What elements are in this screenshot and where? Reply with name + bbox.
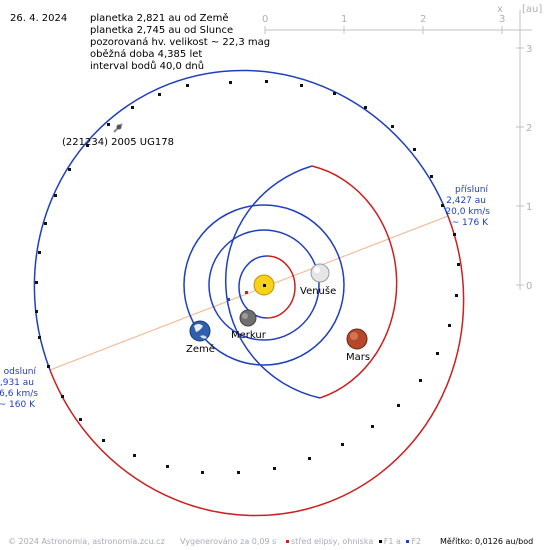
legend-center-swatch (286, 539, 289, 543)
perihelion-temp: ~ 176 K (452, 218, 489, 228)
info-line-period: oběžná doba 4,385 let (90, 49, 203, 60)
perihelion-distance: 2,427 au (446, 196, 486, 206)
planet-label-earth: Země (186, 343, 215, 355)
aphelion-distance: 2,931 au (0, 378, 34, 388)
asteroid-name-label: (221234) 2005 UG178 (62, 137, 174, 148)
footer-copyright: © 2024 Astronomia, astronomia.zcu.cz (8, 537, 165, 546)
earth-orbit (183, 204, 345, 366)
legend-f1-swatch (378, 539, 382, 543)
earth (189, 320, 211, 342)
date-label: 26. 4. 2024 (10, 13, 68, 24)
perihelion-speed: 20,0 km/s (445, 207, 490, 217)
mars (346, 328, 368, 350)
x-tick-label: 1 (341, 14, 347, 25)
perihelion-title: přísluní (455, 185, 489, 195)
x-tick-label: 0 (262, 14, 268, 25)
x-unit-label: x (497, 4, 503, 15)
info-line-distance-earth: planetka 2,821 au od Země (90, 13, 229, 24)
mercury (239, 309, 257, 327)
venus (310, 263, 330, 283)
footer-scale: Měřítko: 0,0126 au/bod (440, 537, 534, 546)
y-unit-label: [au] (522, 4, 542, 15)
planet-orbits (183, 165, 398, 399)
apsis-line (49, 215, 449, 371)
footer-generated: Vygenerováno za 0,09 s (180, 537, 277, 546)
focus-f2-marker (227, 298, 230, 301)
aphelion-temp: ~ 160 K (0, 400, 36, 410)
info-line-interval: interval bodů 40,0 dnů (90, 61, 205, 72)
venus-orbit (208, 229, 320, 341)
y-tick-label: 3 (526, 44, 532, 55)
info-line-distance-sun: planetka 2,745 au od Slunce (90, 25, 234, 36)
asteroid-orbit-above (33, 69, 449, 371)
ellipse-center-marker (245, 291, 248, 294)
legend-f2-label: F2 (411, 537, 422, 546)
x-tick-label: 2 (420, 14, 426, 25)
focus-f1-marker (263, 284, 266, 287)
planet-label-mars: Mars (346, 352, 370, 363)
axes (264, 10, 532, 290)
y-tick-label: 2 (526, 123, 532, 134)
asteroid-orbit-below (49, 215, 465, 517)
info-block: planetka 2,821 au od Země planetka 2,745… (90, 13, 270, 73)
aphelion-title: odsluní (4, 367, 37, 377)
legend-f2-swatch (406, 539, 410, 543)
aphelion-speed: 16,6 km/s (0, 389, 38, 399)
y-tick-label: 0 (526, 281, 532, 292)
interval-points (35, 80, 460, 474)
mars-orbit (224, 165, 321, 399)
legend-center-label: střed elipsy, ohniska (291, 537, 374, 546)
info-line-magnitude: pozorovaná hv. velikost ~ 22,3 mag (90, 37, 271, 48)
mars-orbit (311, 165, 398, 399)
sun (253, 274, 275, 296)
y-tick-label: 1 (526, 202, 532, 213)
x-tick-label: 3 (499, 14, 505, 25)
footer-legend: střed elipsy, ohniska F1 a F2 (283, 537, 421, 546)
mercury-orbit (266, 255, 296, 319)
planet-label-mercury: Merkur (231, 330, 267, 341)
planet-label-venus: Venuše (300, 285, 336, 297)
legend-f1-label: F1 a (383, 537, 401, 546)
asteroid-marker (113, 123, 123, 133)
